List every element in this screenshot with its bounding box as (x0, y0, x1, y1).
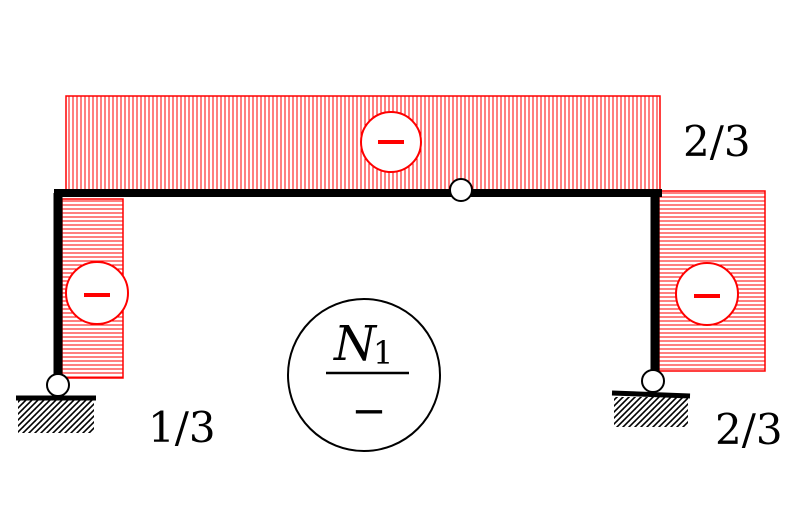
top-beam-diagram (65, 95, 661, 192)
top-beam-sign-minus (360, 111, 422, 173)
top-beam-value-label: 2/3 (683, 117, 751, 166)
right-support-icon (611, 369, 691, 427)
legend-sign: − (351, 386, 386, 435)
frame-structure (53, 189, 662, 380)
right-column-diagram (658, 190, 766, 372)
legend-symbol: N (333, 316, 378, 372)
left-column-diagram (61, 198, 129, 379)
hinge-icon (449, 178, 473, 202)
legend-subscript: 1 (373, 334, 393, 372)
left-column-sign-minus (65, 261, 129, 325)
diagram-legend: N 1 − (287, 298, 441, 452)
left-support-icon (16, 373, 96, 433)
right-column-value-label: 2/3 (715, 405, 783, 454)
right-column-sign-minus (675, 262, 739, 326)
left-column-value-label: 1/3 (148, 403, 216, 452)
